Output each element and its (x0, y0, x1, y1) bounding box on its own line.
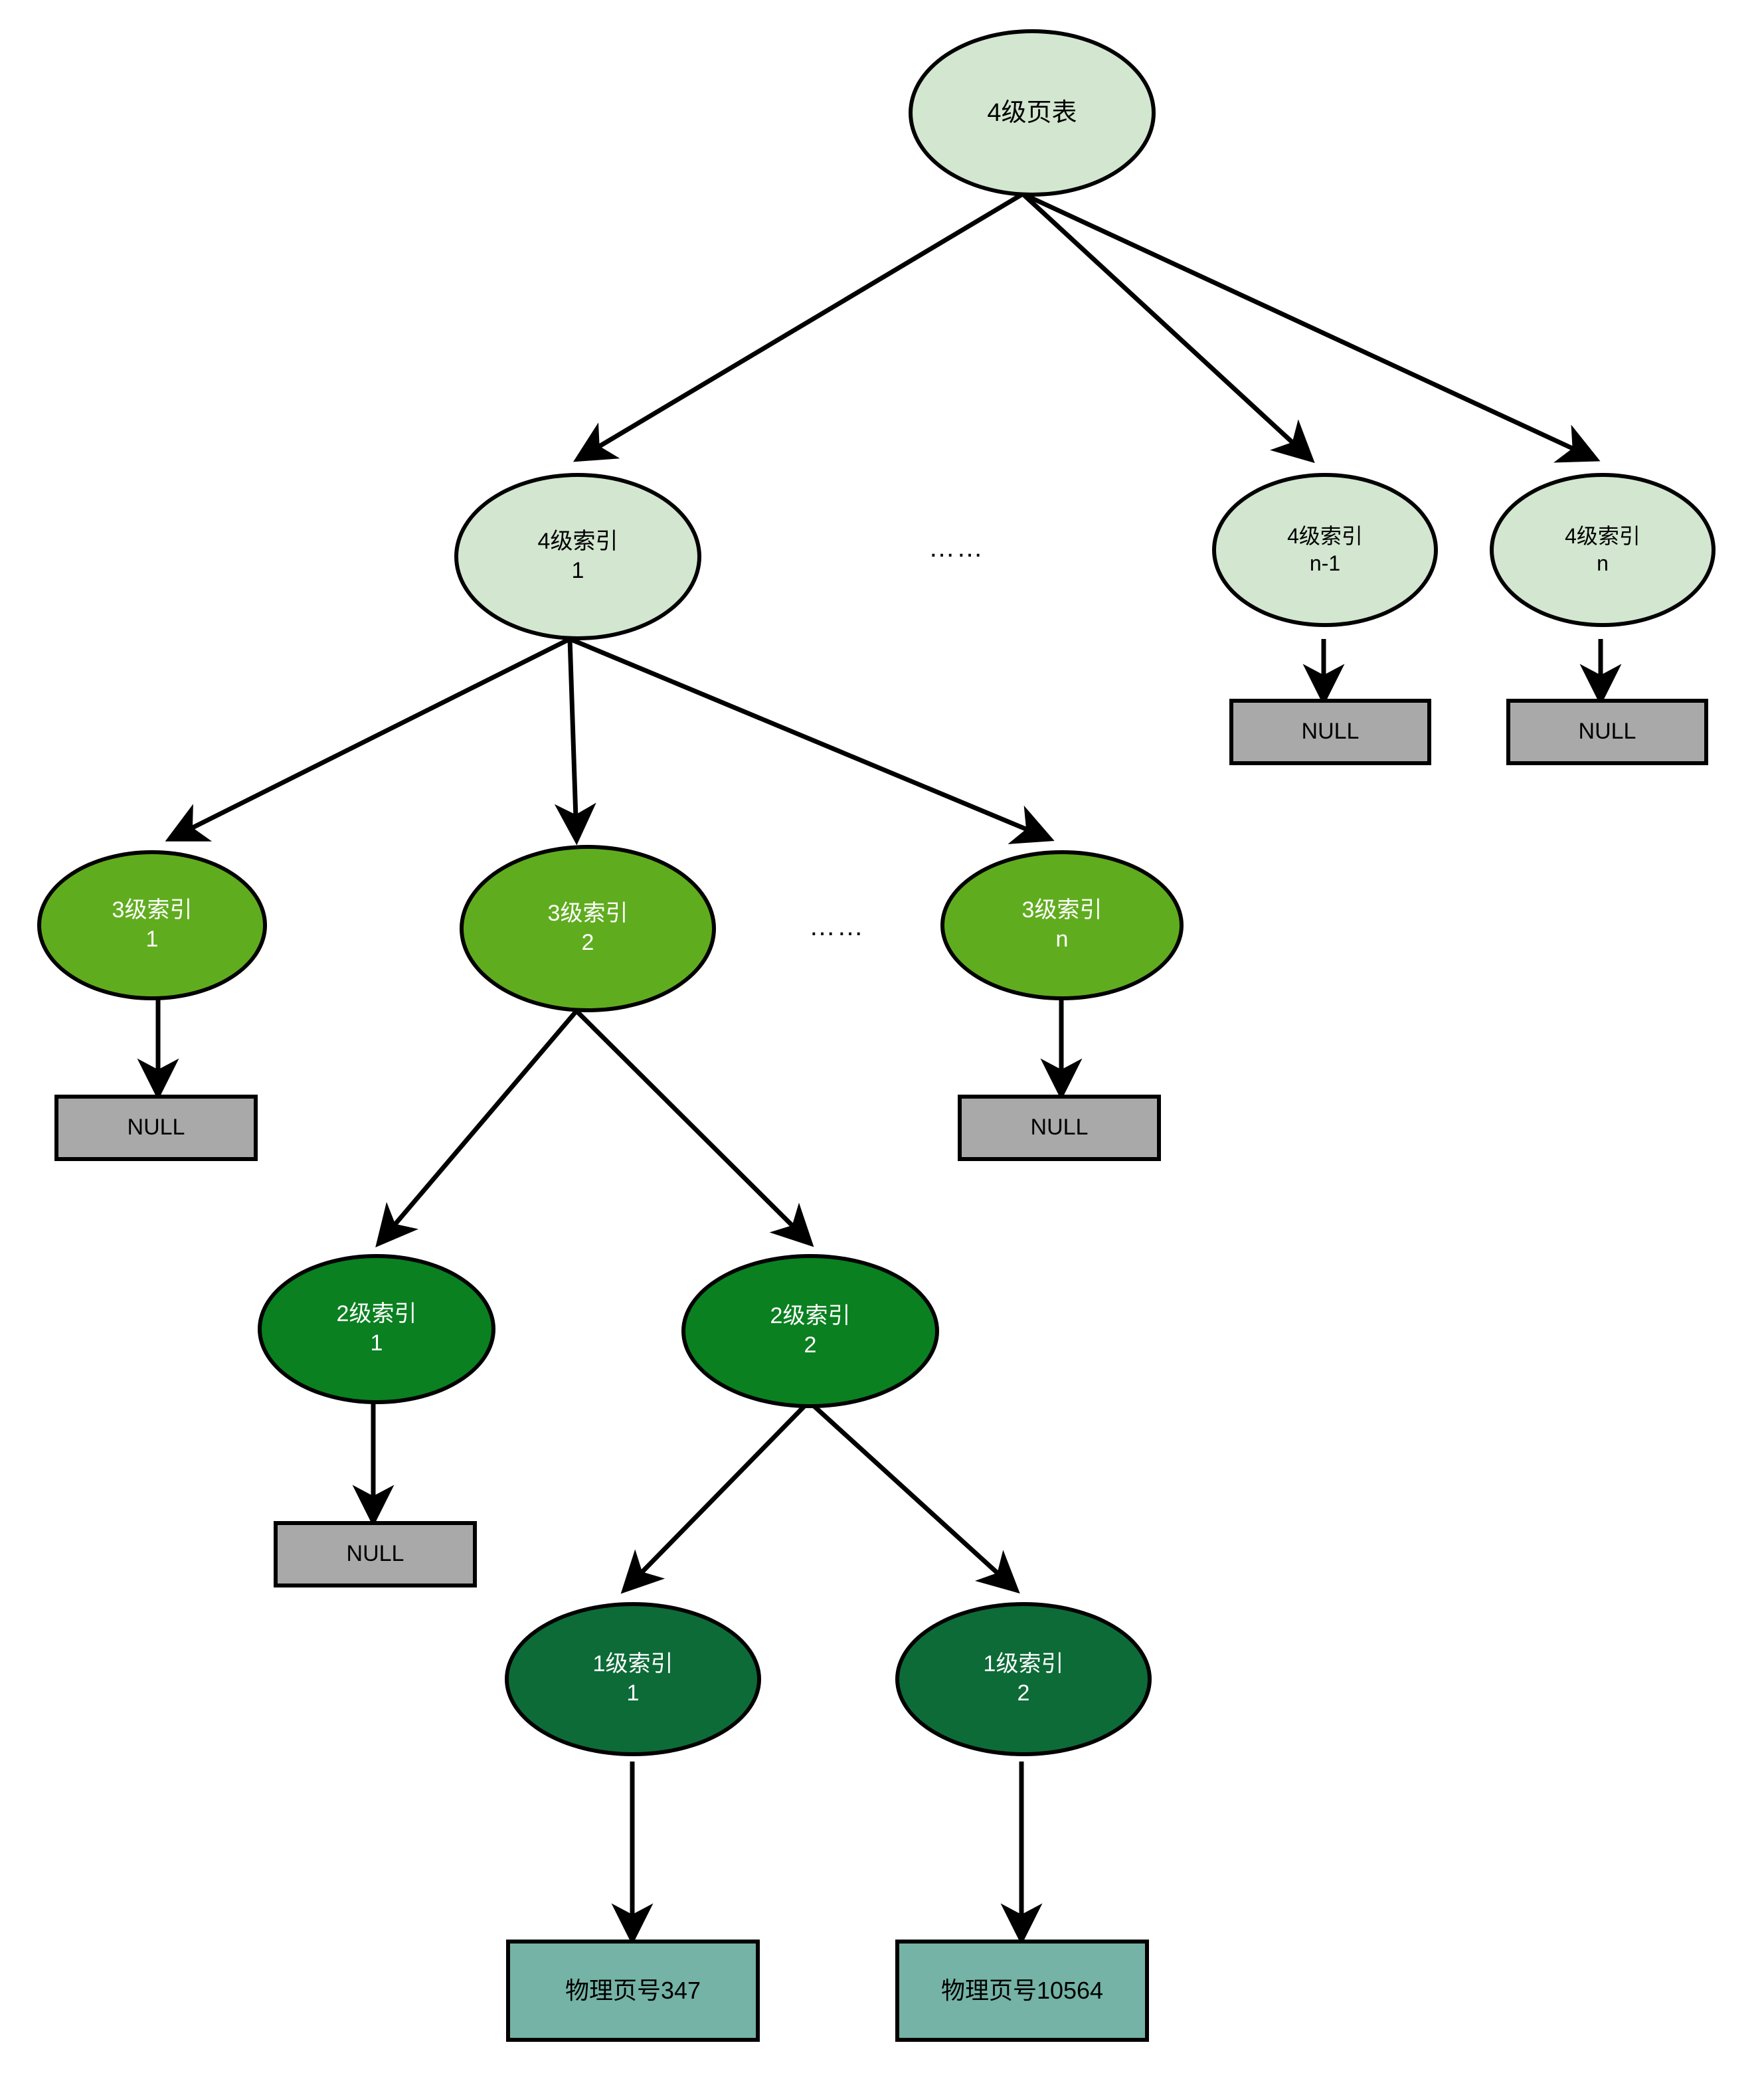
node-level4-index-1[interactable]: 4级索引 1 (454, 473, 701, 640)
node-level4-index-n[interactable]: 4级索引 n (1490, 473, 1716, 627)
node-null-level3-n[interactable]: NULL (958, 1095, 1161, 1161)
node-level1-index-2[interactable]: 1级索引 2 (895, 1602, 1152, 1756)
node-level3-index-n[interactable]: 3级索引 n (940, 850, 1184, 1000)
node-level2-index-2[interactable]: 2级索引 2 (681, 1254, 939, 1408)
node-null-level2-1[interactable]: NULL (274, 1521, 477, 1587)
node-root-page-table[interactable]: 4级页表 (909, 29, 1156, 197)
edge-l4-1-to-l3-1 (165, 636, 571, 842)
edge-l3-2-to-l2-2 (574, 1009, 814, 1247)
edge-l3-2-to-l2-1 (375, 1009, 578, 1247)
node-physical-page-10564[interactable]: 物理页号10564 (895, 1940, 1149, 2042)
node-level3-index-1[interactable]: 3级索引 1 (37, 850, 267, 1000)
edge-root-to-l4-1 (573, 191, 1024, 462)
node-physical-page-347[interactable]: 物理页号347 (506, 1940, 760, 2042)
edge-l4-1-to-l3-2 (554, 638, 596, 846)
node-level2-index-1[interactable]: 2级索引 1 (258, 1254, 495, 1404)
node-level1-index-1[interactable]: 1级索引 1 (505, 1602, 761, 1756)
edge-root-to-l4-n (1021, 191, 1601, 463)
ellipsis-level3: …… (809, 911, 865, 941)
edge-l2-2-to-l1-2 (807, 1400, 1020, 1594)
node-null-level4-n-1[interactable]: NULL (1229, 699, 1431, 765)
node-level4-index-n-1[interactable]: 4级索引 n-1 (1212, 473, 1438, 627)
node-level3-index-2[interactable]: 3级索引 2 (460, 845, 716, 1012)
edge-l2-2-to-l1-1 (620, 1400, 811, 1594)
ellipsis-level4: …… (928, 533, 984, 563)
edge-root-to-l4-n1 (1021, 192, 1315, 464)
node-null-level4-n[interactable]: NULL (1506, 699, 1708, 765)
node-null-level3-1[interactable]: NULL (54, 1095, 258, 1161)
edge-l4-1-to-l3-n (569, 636, 1055, 844)
